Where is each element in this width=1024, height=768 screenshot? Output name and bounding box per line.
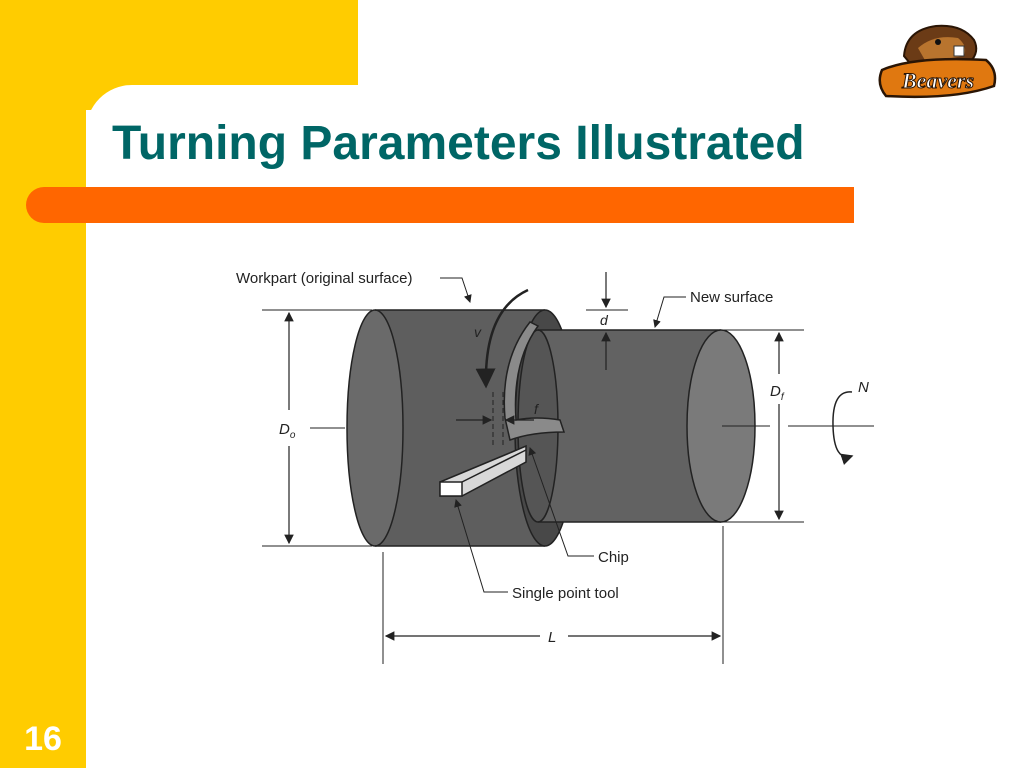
initial-diameter-dimension xyxy=(262,309,372,547)
do-label-base: D xyxy=(279,421,290,438)
rotation-arrow xyxy=(832,391,854,466)
logo-text: Beavers xyxy=(901,68,974,93)
slide-title: Turning Parameters Illustrated xyxy=(112,117,805,170)
depth-of-cut-dimension xyxy=(586,272,628,370)
single-point-tool xyxy=(439,444,527,497)
do-label-sub: o xyxy=(290,430,296,441)
df-label-sub: f xyxy=(781,392,785,403)
chip-label: Chip xyxy=(598,549,629,566)
title-underline-bar xyxy=(26,187,854,223)
depth-label: d xyxy=(600,312,609,328)
tool-label: Single point tool xyxy=(512,585,619,602)
new-surface-label: New surface xyxy=(690,289,773,306)
cutting-speed-arrow xyxy=(475,288,529,389)
workpart-label: Workpart (original surface) xyxy=(236,270,412,287)
length-label: L xyxy=(548,629,556,646)
df-label: Df xyxy=(770,383,785,403)
slide-number: 16 xyxy=(24,720,62,758)
feed-label: f xyxy=(534,401,540,417)
df-label-base: D xyxy=(770,383,781,400)
length-dimension xyxy=(382,526,724,664)
speed-label: v xyxy=(474,324,482,340)
beavers-logo: Beavers xyxy=(874,18,1002,110)
beaver-mascot-icon xyxy=(878,24,997,99)
final-diameter-dimension xyxy=(721,329,874,523)
do-label: Do xyxy=(279,421,296,441)
chip xyxy=(503,321,566,441)
yellow-side-band xyxy=(0,0,86,768)
turning-diagram: Workpart (original surface) New surface … xyxy=(236,270,874,664)
rotation-label: N xyxy=(858,379,869,396)
